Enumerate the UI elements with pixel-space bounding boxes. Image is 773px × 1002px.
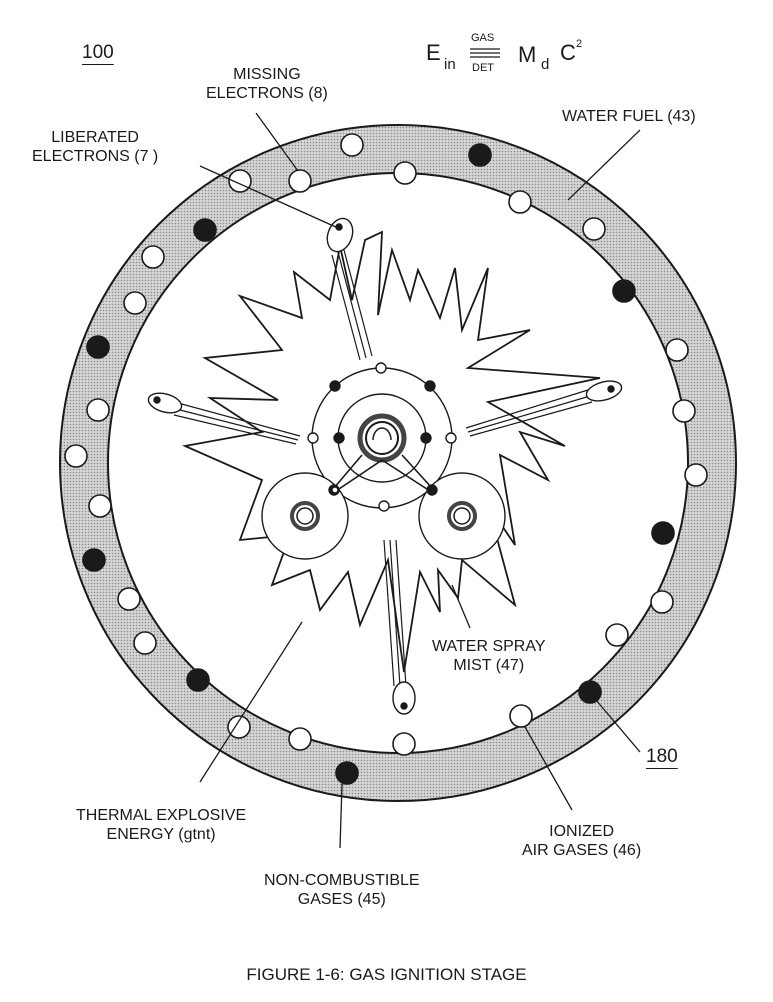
equation-det: DET: [472, 62, 494, 74]
electron: [426, 484, 438, 496]
ion-particle: [123, 291, 147, 315]
gas-particle: [86, 335, 110, 359]
equation-bar: [470, 48, 500, 58]
ion-particle: [684, 463, 708, 487]
liberated-electrons: [147, 217, 623, 715]
label-thermal-line2: ENERGY (gtnt): [106, 826, 216, 843]
label-noncomb-line1: NON-COMBUSTIBLE: [264, 872, 420, 889]
ring-particles: [64, 133, 708, 785]
equation-c: C: [560, 40, 576, 65]
label-missing-line1: MISSING: [233, 66, 301, 83]
liberated-electron-trails: [173, 249, 593, 687]
equation-exponent: 2: [576, 38, 583, 50]
ion-particle: [393, 161, 417, 185]
hydrogen-nucleus-right: [447, 501, 477, 531]
label-liberated-electrons: LIBERATED ELECTRONS (7 ): [32, 128, 158, 166]
hydrogen-nucleus-left: [290, 501, 320, 531]
equation-d: d: [541, 56, 550, 73]
equation-in: in: [444, 56, 456, 73]
ion-particle: [288, 727, 312, 751]
label-water-spray-line1: WATER SPRAY: [432, 638, 546, 655]
gas-particle: [578, 680, 602, 704]
label-ionized-air-gases: IONIZED AIR GASES (46): [522, 822, 641, 860]
ion-particle: [392, 732, 416, 756]
electron: [424, 380, 436, 392]
gas-particle: [335, 761, 359, 785]
label-water-fuel: WATER FUEL (43): [562, 108, 696, 125]
equation-gas: GAS: [471, 32, 495, 44]
equation-m: M: [518, 42, 537, 67]
label-ionized-line1: IONIZED: [549, 823, 615, 840]
ion-particle: [650, 590, 674, 614]
ion-particle: [582, 217, 606, 241]
label-ionized-line2: AIR GASES (46): [522, 842, 642, 859]
molecule-electrons: [307, 362, 457, 512]
liberated-electron: [392, 681, 416, 715]
ion-particle: [86, 398, 110, 422]
label-liberated-line2: ELECTRONS (7 ): [32, 148, 159, 165]
thermal-explosion-burst: [181, 230, 601, 673]
gas-particle: [651, 521, 675, 545]
reference-number-180: 180: [646, 746, 678, 767]
ion-particle: [672, 399, 696, 423]
missing-electron: [378, 500, 390, 512]
ion-particle: [133, 631, 157, 655]
equation-e: E: [426, 40, 441, 65]
reference-number-100: 100: [82, 42, 114, 63]
ion-particle: [141, 245, 165, 269]
electron: [420, 432, 432, 444]
missing-electron: [375, 362, 387, 374]
ion-particle: [88, 494, 112, 518]
ion-particle: [340, 133, 364, 157]
ion-particle: [605, 623, 629, 647]
label-noncomb-line2: GASES (45): [297, 891, 386, 908]
ion-particle: [508, 190, 532, 214]
ion-particle: [665, 338, 689, 362]
label-thermal-line1: THERMAL EXPLOSIVE: [76, 807, 247, 824]
ion-particle: [288, 169, 312, 193]
electron: [333, 432, 345, 444]
label-water-spray-line2: MIST (47): [453, 657, 525, 674]
gas-particle: [612, 279, 636, 303]
figure-caption: FIGURE 1-6: GAS IGNITION STAGE: [246, 965, 527, 984]
label-water-spray-mist: WATER SPRAY MIST (47): [432, 637, 546, 675]
label-thermal-explosive-energy: THERMAL EXPLOSIVE ENERGY (gtnt): [76, 806, 246, 844]
gas-particle: [193, 218, 217, 242]
gas-particle: [82, 548, 106, 572]
missing-electron: [445, 432, 457, 444]
ion-particle: [227, 715, 251, 739]
label-non-combustible-gases: NON-COMBUSTIBLE GASES (45): [264, 871, 420, 909]
gas-particle: [468, 143, 492, 167]
label-liberated-line1: LIBERATED: [51, 129, 139, 146]
label-missing-line2: ELECTRONS (8): [206, 85, 328, 102]
missing-electron: [307, 432, 319, 444]
ion-particle: [117, 587, 141, 611]
label-missing-electrons: MISSING ELECTRONS (8): [206, 65, 328, 103]
missing-electron: [331, 486, 339, 494]
gas-particle: [186, 668, 210, 692]
ion-particle: [509, 704, 533, 728]
electron: [329, 380, 341, 392]
leader-lines: [199, 112, 641, 849]
ion-particle: [64, 444, 88, 468]
